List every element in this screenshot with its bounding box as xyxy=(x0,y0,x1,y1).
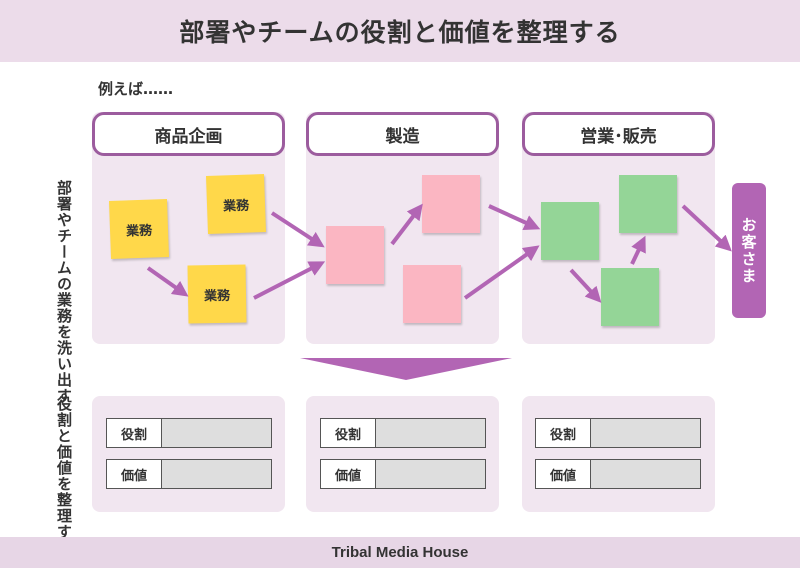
title-bar: 部署やチームの役割と価値を整理する xyxy=(0,0,800,62)
flow-arrow xyxy=(463,245,540,300)
sticky-note-pink xyxy=(422,175,480,233)
dept-header-sales: 営業･販売 xyxy=(522,112,715,156)
footer: Tribal Media House xyxy=(0,537,800,568)
panel-lower-product-planning xyxy=(92,396,285,512)
role-row: 役割 xyxy=(535,418,701,448)
value-value-field xyxy=(591,460,700,488)
value-row: 価値 xyxy=(320,459,486,489)
flow-arrow xyxy=(681,204,732,252)
sticky-note-green xyxy=(541,202,599,260)
sticky-note-pink xyxy=(326,226,384,284)
side-label-top: 部署やチームの業務を洗い出す xyxy=(55,180,73,404)
flow-arrow xyxy=(488,204,541,230)
side-label-bottom: 役割と価値を整理する xyxy=(55,396,73,556)
role-label: 役割 xyxy=(107,419,162,447)
value-row: 価値 xyxy=(535,459,701,489)
example-label: 例えば…… xyxy=(98,80,174,98)
role-label: 役割 xyxy=(536,419,591,447)
footer-brand: Tribal Media House xyxy=(331,544,469,561)
value-value-field xyxy=(376,460,485,488)
page-title: 部署やチームの役割と価値を整理する xyxy=(179,18,621,47)
sticky-note-green xyxy=(601,268,659,326)
value-value-field xyxy=(162,460,271,488)
role-row: 役割 xyxy=(106,418,272,448)
down-chevron-arrow xyxy=(300,358,512,380)
flow-arrow xyxy=(146,266,189,297)
sticky-note-pink xyxy=(403,265,461,323)
value-label: 価値 xyxy=(321,460,376,488)
role-value-field xyxy=(162,419,271,447)
value-label: 価値 xyxy=(107,460,162,488)
value-row: 価値 xyxy=(106,459,272,489)
role-label: 役割 xyxy=(321,419,376,447)
dept-header-product-planning: 商品企画 xyxy=(92,112,285,156)
panel-lower-sales xyxy=(522,396,715,512)
dept-header-manufacturing: 製造 xyxy=(306,112,499,156)
customer-box: お客さま xyxy=(732,183,766,318)
role-row: 役割 xyxy=(320,418,486,448)
flow-arrow xyxy=(270,211,325,248)
flow-arrow xyxy=(253,261,326,300)
value-label: 価値 xyxy=(536,460,591,488)
role-value-field xyxy=(591,419,700,447)
sticky-note-green xyxy=(619,175,677,233)
flow-arrow xyxy=(390,203,423,246)
panel-lower-manufacturing xyxy=(306,396,499,512)
flow-arrow xyxy=(630,235,646,265)
flow-arrow xyxy=(569,268,602,303)
role-value-field xyxy=(376,419,485,447)
